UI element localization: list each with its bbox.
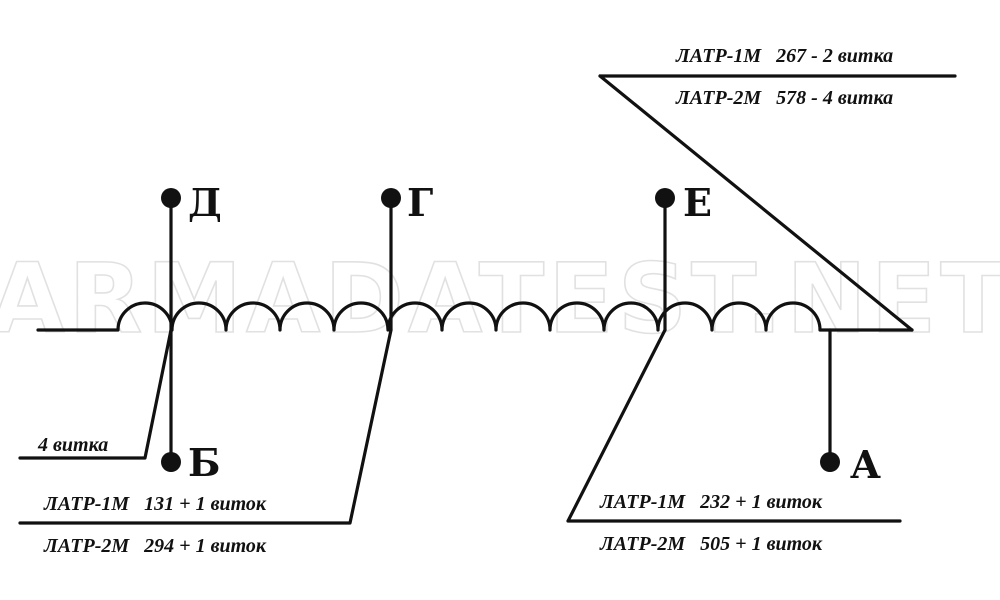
terminal-b-dot	[161, 452, 181, 472]
note-top-latr1: ЛАТР-1М 267 - 2 витка	[675, 45, 893, 67]
note-top-latr2: ЛАТР-2М 578 - 4 витка	[675, 87, 893, 109]
terminal-d-dot	[161, 188, 181, 208]
note-right-latr1: ЛАТР-1М 232 + 1 виток	[599, 491, 823, 513]
terminal-d-label: Д	[188, 180, 222, 225]
note-right-latr2: ЛАТР-2М 505 + 1 виток	[599, 533, 823, 555]
terminal-a-label: А	[850, 442, 881, 487]
terminal-a-dot	[820, 452, 840, 472]
note-four-turns: 4 витка	[37, 434, 108, 456]
leader-left-bottom	[18, 328, 393, 525]
leader-top-right	[598, 74, 957, 332]
terminal-g-dot	[381, 188, 401, 208]
leader-right-bottom	[566, 328, 902, 523]
terminal-e-label: Е	[683, 180, 712, 225]
watermark: ARMADATEST.NET	[0, 243, 1000, 355]
terminal-g-label: Г	[407, 180, 433, 225]
note-left-latr2: ЛАТР-2М 294 + 1 виток	[43, 535, 267, 557]
winding-coil	[36, 301, 914, 332]
terminal-e-dot	[655, 188, 675, 208]
leader-four-turns	[18, 328, 173, 460]
note-left-latr1: ЛАТР-1М 131 + 1 виток	[43, 493, 267, 515]
terminal-b-label: Б	[188, 440, 220, 485]
